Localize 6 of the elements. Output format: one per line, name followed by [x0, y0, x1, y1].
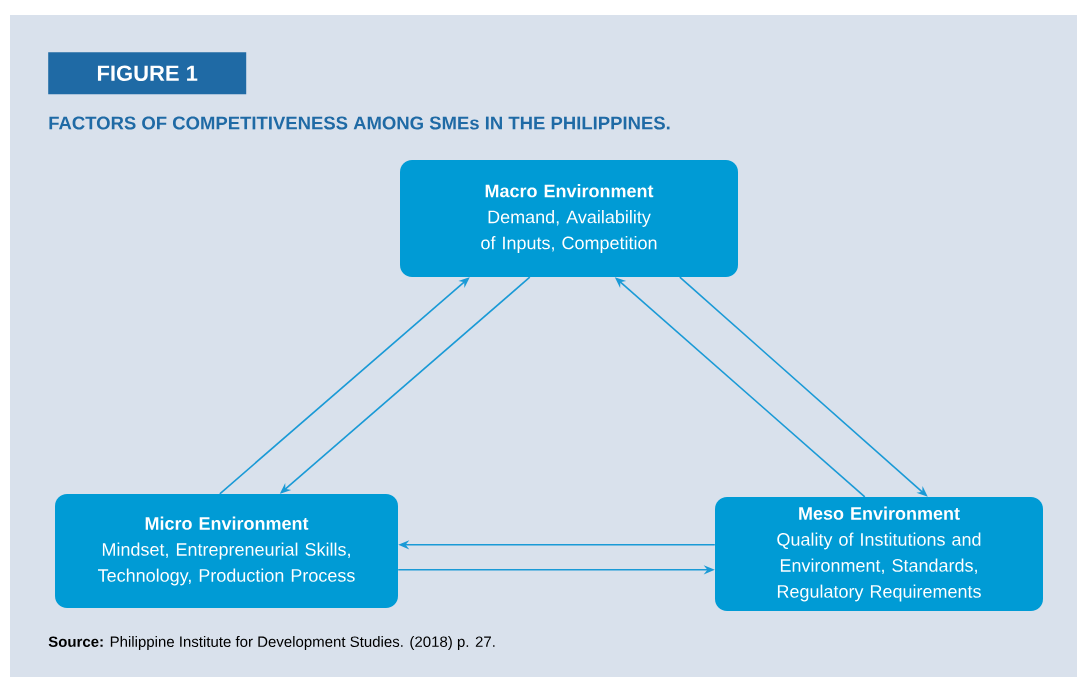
figure-label: FIGURE 1	[48, 52, 247, 95]
environment-box: Macro Environment Demand, Availability of Inputs, Competition	[400, 160, 738, 277]
environment-box: Micro Environment Mindset, Entrepreneurial Skills, Technology, Production Process	[55, 494, 398, 608]
source-note: Source: Philippine Institute for Development Studies. (2018) p. 27.	[48, 636, 495, 650]
figure-title: FACTORS OF COMPETITIVENESS AMONG SMEs IN THE PHILIPPINES.	[49, 116, 670, 130]
environment-box: Meso Environment Quality of Institutions and Environment, Standards, Regulatory Requirements	[715, 497, 1043, 611]
